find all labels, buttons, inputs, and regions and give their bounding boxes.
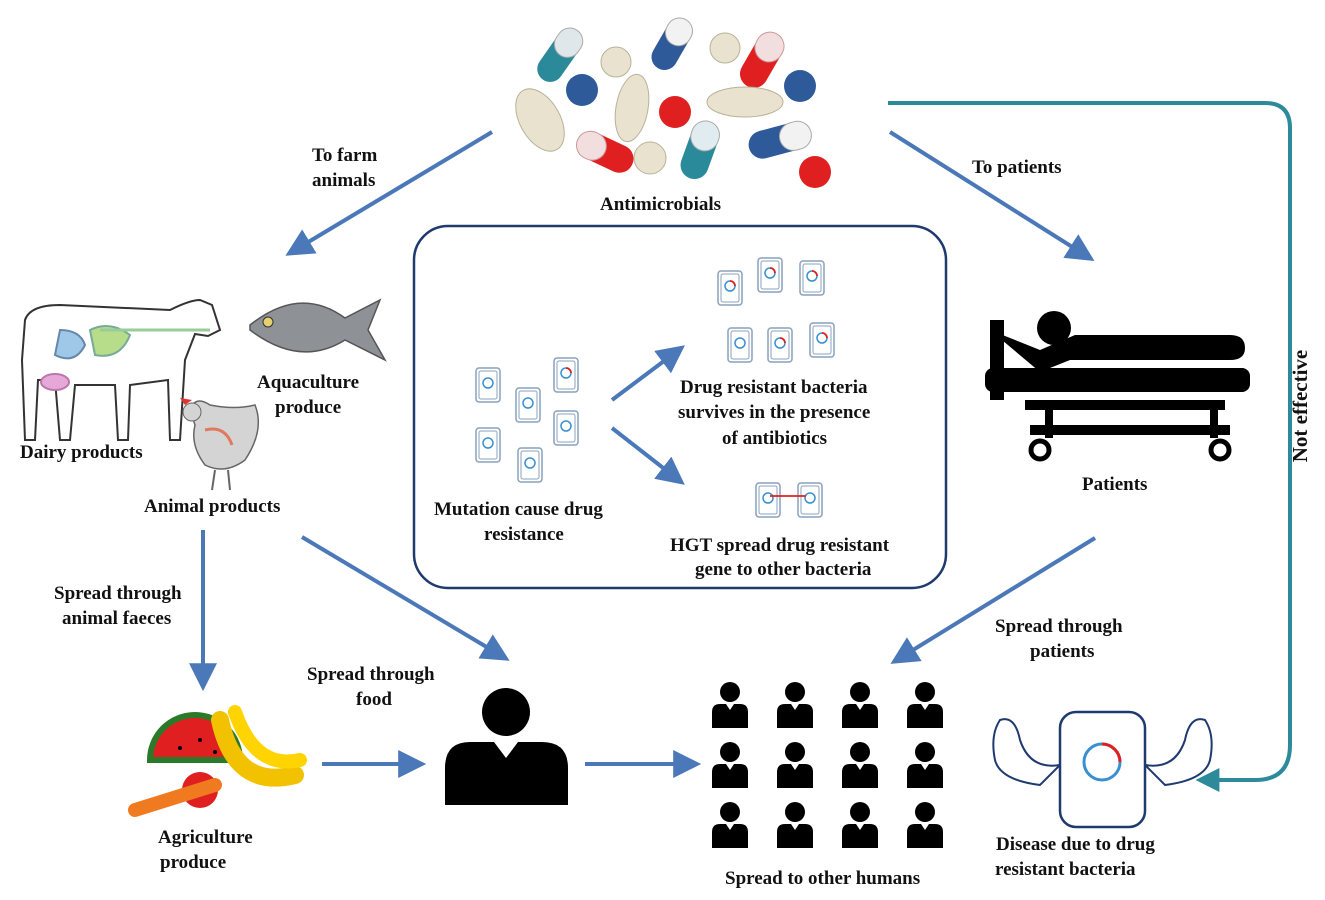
arrows [189,101,1292,792]
spread-food-label-2: food [356,689,392,710]
hgt-label-2: gene to other bacteria [695,559,872,580]
to-patients-label: To patients [972,157,1062,178]
antimicrobials-pills-icon [515,17,831,188]
to-farm-label-1: To farm [312,145,378,166]
spread-patients-label-2: patients [1030,641,1095,662]
mutation-label-1: Mutation cause drug [434,499,603,520]
aquaculture-label-1: Aquaculture [257,372,360,393]
resistant-bacteria-strong-icon [992,710,1213,829]
spread-faeces-label-1: Spread through [54,583,182,604]
not-effective-label: Not effective [1288,349,1312,463]
aquaculture-label-2: produce [275,397,342,418]
agriculture-label-1: Agriculture [158,827,253,848]
resistance-mechanism-box [412,224,948,590]
drug-resistant-label-1: Drug resistant bacteria [680,377,868,398]
spread-patients-label-1: Spread through [995,616,1123,637]
crowd-icon [712,682,943,848]
spread-food-label-1: Spread through [307,664,435,685]
resistant-bacteria-icon [717,257,835,363]
to-farm-label-2: animals [312,170,376,191]
mutation-label-2: resistance [484,524,564,545]
dairy-products-label: Dairy products [20,442,143,463]
arrow-mutation-up [610,345,685,402]
spread-humans-label: Spread to other humans [725,868,921,889]
mutation-cells-icon [475,357,579,483]
arrow-food [300,535,510,661]
drug-resistant-label-3: of antibiotics [722,428,828,449]
agriculture-label-2: produce [160,852,227,873]
spread-faeces-label-2: animal faeces [62,608,172,629]
person-icon [445,688,568,805]
disease-label-2: resistant bacteria [995,859,1136,880]
arrow-through-patients [890,536,1097,664]
animal-products-label: Animal products [144,496,281,517]
antimicrobials-label: Antimicrobials [600,194,722,215]
patients-label: Patients [1082,474,1148,495]
arrow-not-effective [888,101,1292,792]
drug-resistant-label-2: survives in the presence [678,402,871,423]
arrow-to-patients [888,130,1095,261]
arrow-mutation-down [610,426,685,485]
arrow-to-farm [285,130,494,256]
fruits-vegetables-icon [128,705,307,817]
fish-icon [249,298,387,362]
patient-bed-icon [985,311,1250,462]
chicken-icon [180,398,260,491]
cow-icon [20,298,222,441]
disease-label-1: Disease due to drug [996,834,1155,855]
hgt-cells-icon [755,482,823,518]
hgt-label-1: HGT spread drug resistant [670,535,890,556]
